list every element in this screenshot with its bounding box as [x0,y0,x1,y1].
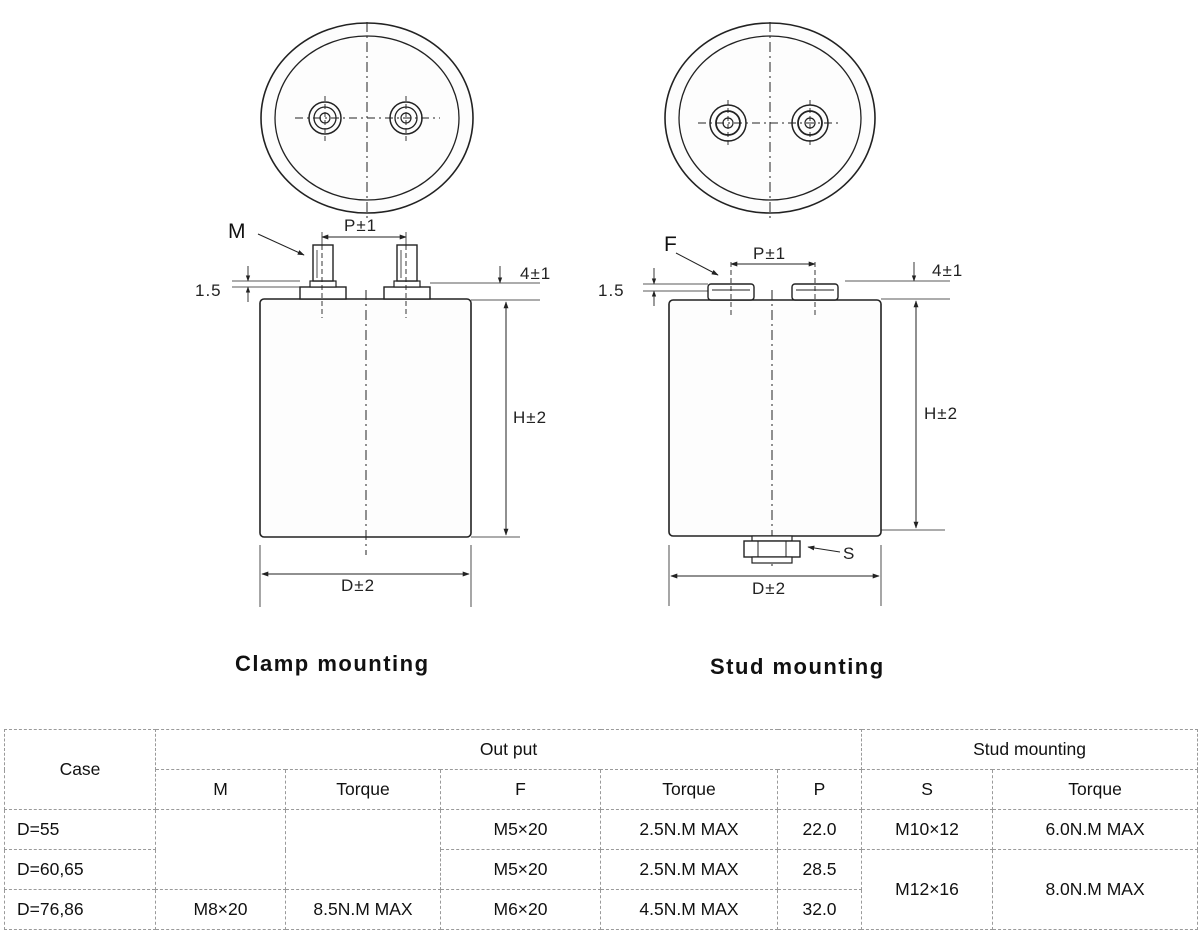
stud-terminal-left-top [709,100,747,146]
stud-terminal-right-top [791,100,829,146]
clamp-callout-m: M [228,220,246,243]
stud-dim-top: 4±1 [932,261,963,280]
clamp-terminal-left [299,244,347,318]
table-row: D=55 M5×20 2.5N.M MAX 22.0 M10×12 6.0N.M… [4,809,1199,890]
cell-case: D=60,65 [4,849,156,890]
header-case: Case [4,729,156,810]
cell-f: M5×20 [440,809,601,850]
clamp-side-view [232,232,540,607]
stud-terminal-left [707,262,755,318]
cell-p: 22.0 [776,809,863,850]
header-m: M [155,769,286,810]
stud-bottom-nut [743,535,801,564]
stud-dim-p: P±1 [753,244,786,263]
cell-s: M10×12 [861,809,994,850]
clamp-dim-p: P±1 [344,216,377,235]
clamp-dim-side: 1.5 [195,281,222,300]
header-torque-m: Torque [285,769,441,810]
header-torque-f: Torque [600,769,778,810]
cell-s: M12×16 [861,849,994,930]
cell-case: D=55 [4,809,156,850]
clamp-terminal-right [383,244,431,318]
table-header-row-2: M Torque F Torque P S Torque [5,769,1199,810]
header-output: Out put [154,729,863,770]
stud-dim-h: H±2 [924,404,958,423]
header-stud-mounting: Stud mounting [861,729,1199,770]
stud-top-view [664,22,876,218]
stud-dim-s: S [843,544,855,563]
cell-m [155,809,286,890]
stud-dim-d: D±2 [752,579,786,598]
clamp-dim-d: D±2 [341,576,375,595]
cell-torque-f: 2.5N.M MAX [600,849,778,890]
clamp-caption: Clamp mounting [235,651,430,676]
spec-table: Case Out put Stud mounting M Torque F To… [4,729,1199,930]
stud-terminal-right [791,262,839,318]
stud-side-view [643,252,950,606]
cell-f: M6×20 [440,889,601,930]
table-header-row-1: Case Out put Stud mounting [4,729,1199,810]
stud-callout-f: F [664,233,677,256]
cell-torque-m: 8.5N.M MAX [285,889,441,930]
cell-case: D=76,86 [4,889,156,930]
header-torque-s: Torque [992,769,1199,810]
stud-dim-side: 1.5 [598,281,625,300]
clamp-terminal-right-top [389,96,423,142]
clamp-dim-top: 4±1 [520,264,551,283]
cell-torque-f: 4.5N.M MAX [600,889,778,930]
cell-p: 32.0 [776,889,863,930]
cell-p: 28.5 [776,849,863,890]
clamp-terminal-left-top [308,96,342,142]
clamp-dim-h: H±2 [513,408,547,427]
cell-torque-m [285,809,441,890]
cell-f: M5×20 [440,849,601,890]
cell-torque-s: 6.0N.M MAX [992,809,1199,850]
table-row: D=76,86 M8×20 8.5N.M MAX M6×20 4.5N.M MA… [4,889,1198,930]
cell-torque-s: 8.0N.M MAX [992,849,1199,930]
cell-m: M8×20 [155,889,286,930]
header-p: P [776,769,863,810]
stud-caption: Stud mounting [710,654,885,679]
cell-torque-f: 2.5N.M MAX [600,809,778,850]
clamp-top-view [260,22,474,218]
header-s: S [861,769,994,810]
header-f: F [440,769,601,810]
capacitor-drawings: M P±1 1.5 4±1 H±2 D±2 Clamp mounting [195,22,963,679]
